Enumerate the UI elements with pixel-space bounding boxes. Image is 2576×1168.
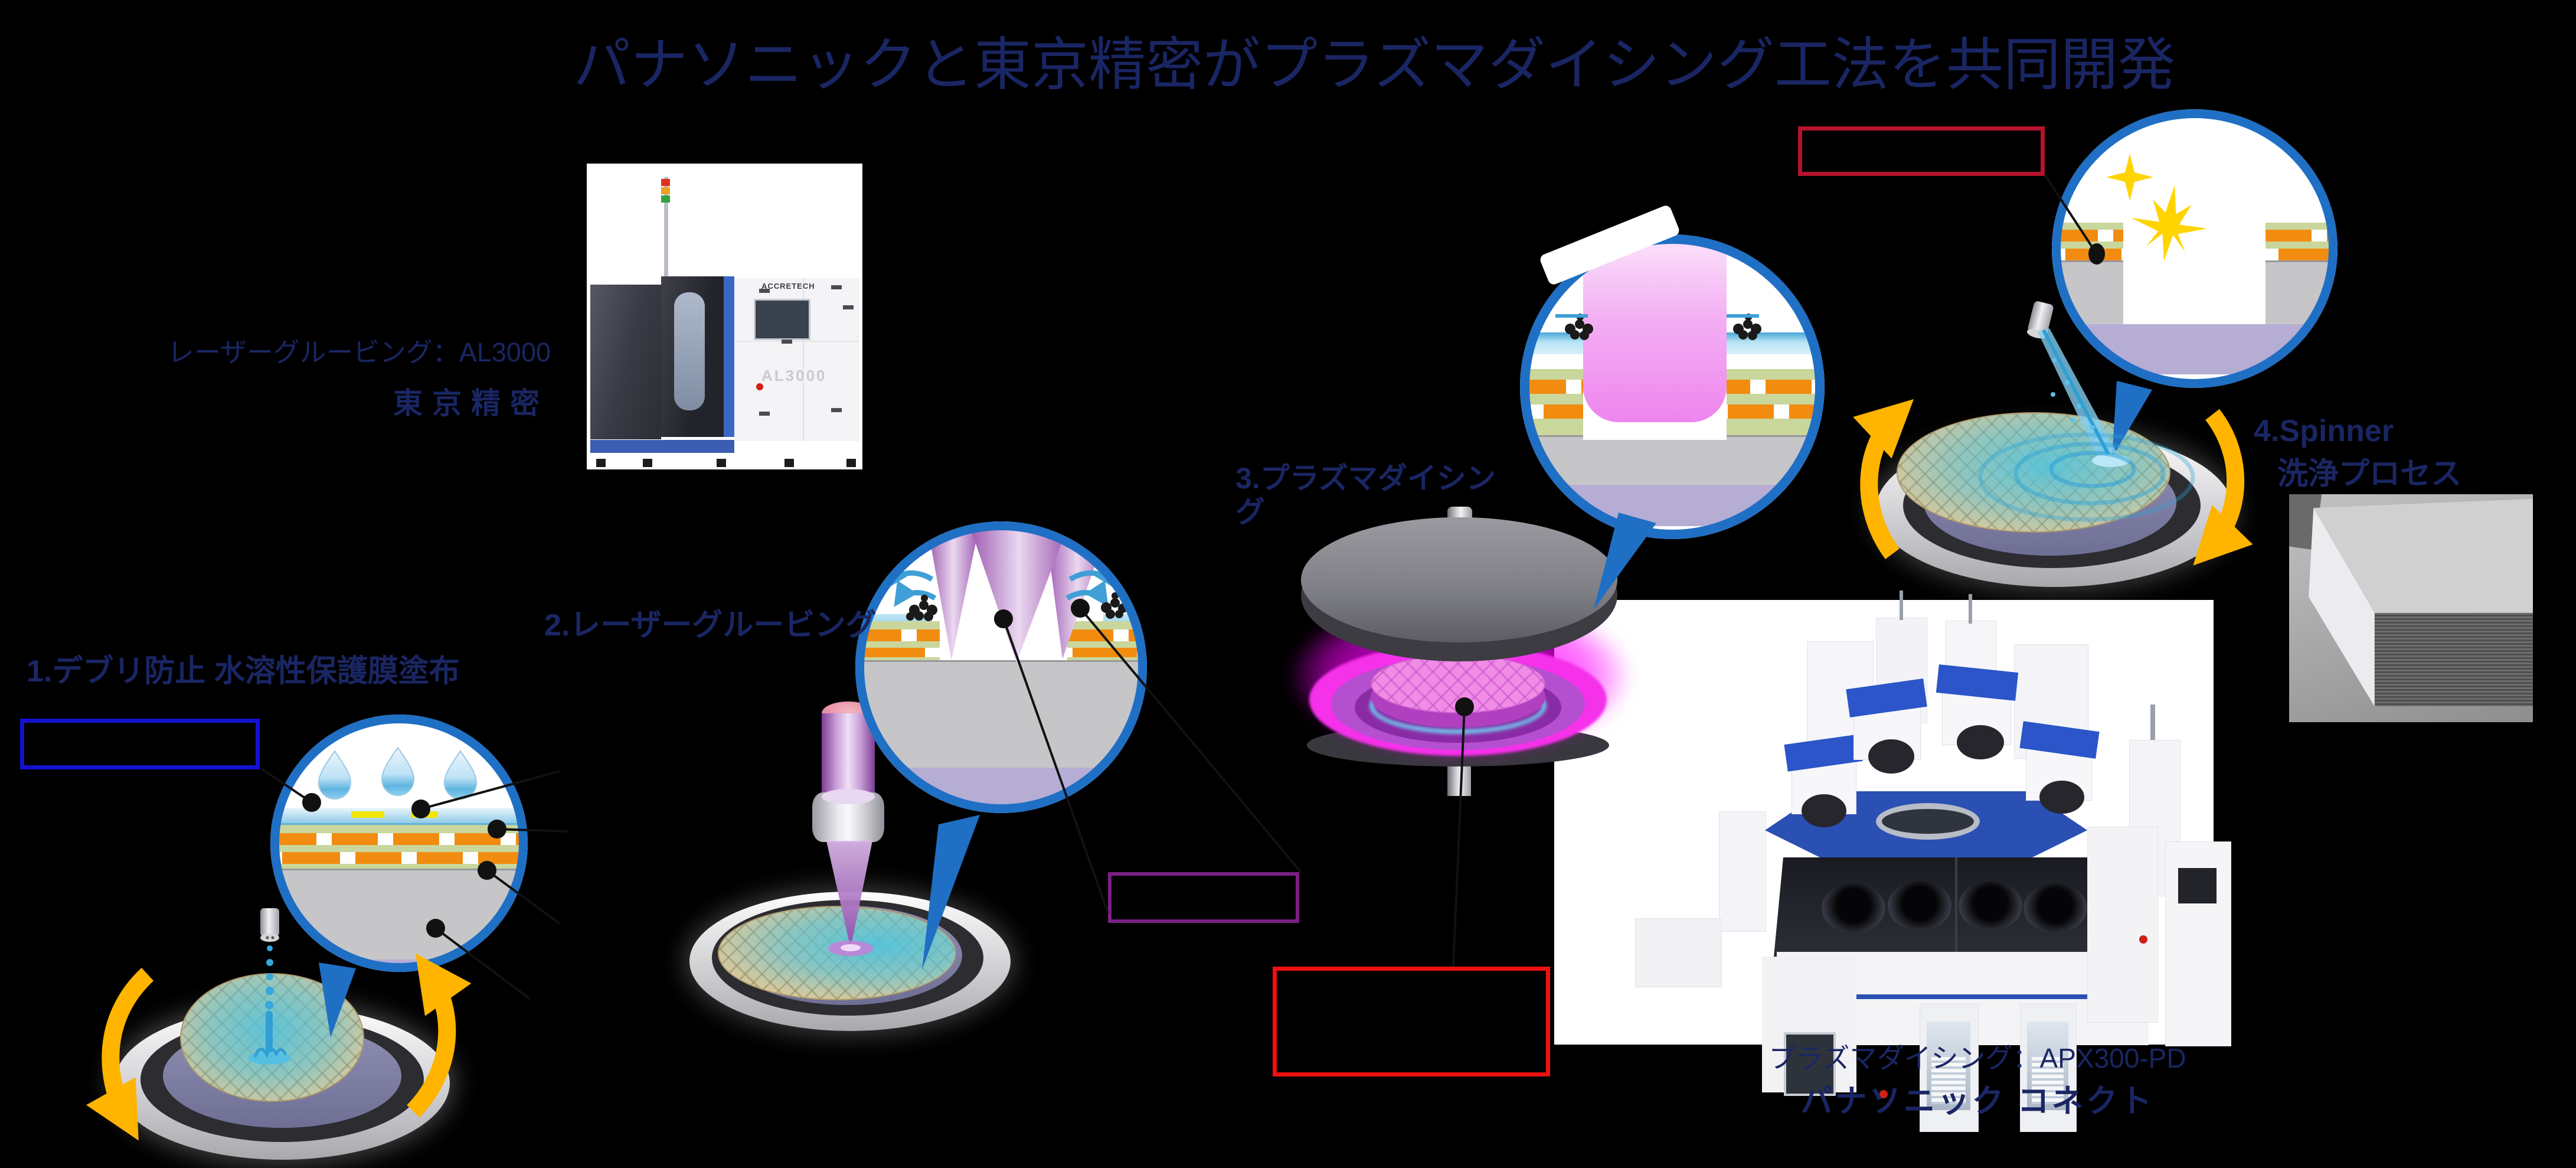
machine-handle <box>759 412 770 416</box>
machine-screen <box>754 299 810 340</box>
emergency-button <box>2139 935 2147 944</box>
apx-right-cabinet <box>2087 827 2158 1023</box>
coating-drops <box>248 945 290 1065</box>
machine-foot <box>784 459 794 467</box>
deck-hatch <box>1888 881 1951 931</box>
ts-model-label: レーザーグルービング：AL3000 <box>167 337 551 367</box>
deck-hatch <box>1822 883 1885 933</box>
machine-base-band <box>590 440 734 453</box>
machine-front-seam <box>803 278 804 441</box>
rotation-arrows-step1 <box>86 953 472 1141</box>
emergency-button <box>1879 1090 1888 1098</box>
apx-screen <box>1784 1032 1836 1096</box>
plasma-wafer <box>1371 654 1545 713</box>
machine-foot <box>846 459 856 467</box>
deck-divider <box>1955 857 1957 957</box>
wafer4 <box>1897 412 2170 533</box>
load-port-cassette <box>2032 1057 2064 1104</box>
apx-side-tower-left <box>1719 811 1766 932</box>
machine-foot <box>643 459 652 467</box>
apx-accessory-cabinet <box>1635 918 1722 987</box>
callout-box-red-bottom <box>1273 967 1550 1076</box>
deck-hatch <box>1959 881 2022 931</box>
apx-antenna <box>2150 704 2155 741</box>
emergency-button <box>756 383 763 390</box>
step4-label: 4.Spinner <box>2254 414 2394 448</box>
machine-foot <box>596 459 606 467</box>
callout-box-blue <box>20 719 260 769</box>
spinner-module-dome <box>2039 781 2084 814</box>
stacked-dies-photo <box>2289 494 2533 722</box>
laser-beam <box>826 841 873 956</box>
apx-right-window <box>2178 868 2217 903</box>
machine-side-panel <box>590 285 661 439</box>
signal-light-red <box>661 179 670 186</box>
apx-front-stripe <box>1777 994 2149 999</box>
callout-lines <box>260 174 2098 1000</box>
callout-box-red-top <box>1798 126 2045 176</box>
apx-company-label: パナソニック コネクト <box>1800 1084 2155 1119</box>
machine-handle <box>782 340 792 344</box>
coating-nozzle <box>260 908 279 942</box>
magnifier-wedges <box>319 381 2152 1038</box>
ts-company-label: 東京精密 <box>393 387 549 420</box>
machine-watermark: AL3000 <box>761 367 827 384</box>
machine-window <box>674 292 705 410</box>
apx-model-label: プラズマダイシング：APX300-PD <box>1768 1043 2186 1074</box>
callout-dots <box>302 243 2105 938</box>
plasma-disk-top <box>1301 517 1617 642</box>
signal-light-yellow <box>661 187 670 194</box>
callout-box-purple <box>1108 872 1299 923</box>
page-title: パナソニックと東京精密がプラズマダイシング工法を共同開発 <box>573 32 2176 97</box>
spinner-module-dome <box>1957 725 2004 759</box>
machine-handle <box>831 408 842 412</box>
dies-stack-face <box>2375 613 2533 706</box>
machine-front-seam2 <box>734 341 859 342</box>
rotation-arrows-step4 <box>1853 399 2253 566</box>
machine-blue-strip <box>724 276 734 437</box>
machine-logo-text: ACCRETECH <box>761 282 815 291</box>
machine-handle <box>843 305 854 309</box>
spinner-module-dome <box>1868 739 1914 774</box>
deck-hatch <box>2023 883 2087 933</box>
machine-handle <box>831 285 842 289</box>
apx-antenna <box>1969 594 1972 624</box>
chamber-ring <box>1876 803 1980 840</box>
spinner-module-dome <box>1802 794 1846 827</box>
load-port-cassette <box>1931 1057 1966 1104</box>
machine-foot <box>717 459 726 467</box>
step3-label: 3.プラズマダイシング <box>1235 462 1496 528</box>
rinse-jet <box>1978 328 2195 522</box>
laser-groover-photo: ACCRETECH AL3000 <box>587 164 862 469</box>
step4-label2: 洗浄プロセス <box>2277 457 2462 491</box>
signal-tower <box>664 177 668 278</box>
machine-handle <box>759 289 770 293</box>
step2-label: 2.レーザーグルービング <box>544 608 877 642</box>
step1-label: 1.デブリ防止 水溶性保護膜塗布 <box>27 654 460 689</box>
signal-light-green <box>661 195 670 203</box>
apx-antenna <box>1900 590 1903 620</box>
